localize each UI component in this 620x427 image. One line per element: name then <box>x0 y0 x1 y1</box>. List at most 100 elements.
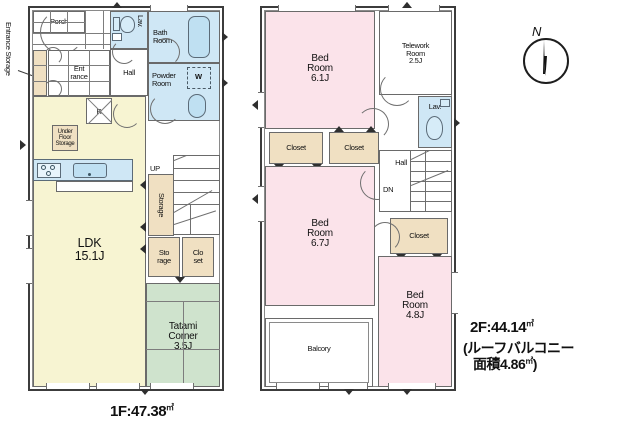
hall-door-arc-1f <box>112 40 136 64</box>
window-2f-left-b <box>258 186 264 222</box>
kitchen-faucet <box>88 173 91 176</box>
bathroom-door-arc <box>152 38 180 66</box>
burner-1 <box>41 165 46 170</box>
burner-3 <box>46 171 51 176</box>
hall-1f-label: Hall <box>123 67 135 77</box>
room-bed-middle: Bed Room 6.7J <box>265 166 375 306</box>
room-storage-low: Sto rage <box>148 237 180 277</box>
entrance-storage-annotation: Entrance Storage <box>4 22 13 76</box>
closet-b-label: Closet <box>344 143 364 153</box>
room-closet-a: Closet <box>269 132 323 164</box>
lavatory-1f-label: Lav. <box>136 15 145 28</box>
entrance-label-line1: Ent <box>73 64 85 74</box>
room-closet-1f: Clo set <box>182 237 214 277</box>
hall-2f-label: Hall <box>395 158 407 167</box>
bed-north-door-arc <box>357 108 389 140</box>
closet-1f-label-line1: Clo <box>192 248 204 258</box>
floor-1-plan: Entrance Storage Porch Ent rance <box>0 0 250 427</box>
kitchen-door-arc <box>113 100 141 128</box>
room-balcony: Balcory <box>265 318 373 387</box>
floor-2-roof-balcony-note: (ルーフバルコニー 面積4.86㎡) <box>463 340 618 372</box>
window-marker-2f-left-a <box>252 100 258 110</box>
closet-a-label: Closet <box>286 143 306 153</box>
window-1f-top-a <box>150 5 188 11</box>
compass-north-label: N <box>532 24 542 39</box>
powder-label-line1: Powder <box>152 71 176 80</box>
bed-north-label-line2: Room <box>307 63 333 75</box>
window-marker-2f-left-b <box>252 194 258 204</box>
vanity-sink <box>188 94 206 118</box>
storage-low-door-marker <box>140 244 146 254</box>
powder-door-arc <box>150 94 180 124</box>
window-1f-bottom-b <box>96 383 140 389</box>
storage-tall-label: Storage <box>156 192 166 218</box>
lavatory-2f-label: Lav. <box>428 102 442 111</box>
roof-balcony-note-unit: ㎡ <box>525 356 533 366</box>
window-2f-right-a <box>452 272 458 314</box>
floor-2-area-unit: ㎡ <box>526 319 534 328</box>
closet-b-door-marker-1 <box>334 126 344 132</box>
roof-balcony-note-line2: 面積4.86 <box>473 356 526 373</box>
entrance-tile-grid <box>48 50 110 96</box>
bathroom-window-marker <box>222 32 228 42</box>
window-marker-2f-top <box>402 2 412 8</box>
telework-label-line2: Room <box>406 48 425 58</box>
floor-1-area-unit: ㎡ <box>166 403 174 412</box>
closet-c-label: Closet <box>409 231 429 241</box>
window-marker-2f-bottom <box>402 389 412 395</box>
bed-south-size: 4.8J <box>405 310 425 322</box>
burner-2 <box>50 165 55 170</box>
stairs-1f <box>173 155 220 235</box>
window-2f-top-a <box>278 5 356 11</box>
window-1f-left-lower <box>26 248 32 284</box>
floor-2-area-caption: 2F:44.14㎡ <box>470 318 534 336</box>
kitchen-sink <box>73 163 107 178</box>
storage-tall-door-marker-1 <box>140 180 146 190</box>
washer-marker: W <box>195 72 202 81</box>
under-floor-storage-line3: Storage <box>55 141 75 147</box>
storage-tall-door-marker-2 <box>140 222 146 232</box>
storage-low-label-line2: rage <box>157 256 171 265</box>
ldk-label: LDK <box>77 236 102 250</box>
toilet-bowl-2f <box>426 116 443 140</box>
lavatory-2f-window-marker <box>454 118 460 128</box>
under-floor-storage-box: Under Floor Storage <box>52 125 78 151</box>
balcony-label: Balcory <box>307 344 331 353</box>
bed-middle-label-line1: Bed <box>311 218 329 229</box>
bathtub <box>188 16 210 58</box>
entrance-inner-door-arc-1 <box>44 47 62 65</box>
compass-needle-tail <box>544 56 547 76</box>
window-2f-top-b <box>388 5 440 11</box>
front-door-arc <box>40 10 84 54</box>
tatami-entry-marker <box>175 277 185 283</box>
balcony-rail <box>269 322 369 383</box>
powder-label-line2: Room <box>152 78 171 88</box>
window-1f-bottom-c <box>150 383 194 389</box>
powder-window-marker <box>222 78 228 88</box>
entrance-label-line2: rance <box>70 72 88 81</box>
stairs-2f <box>410 150 452 212</box>
telework-label-line1: Telework <box>401 41 430 50</box>
window-1f-left-upper <box>26 200 32 236</box>
stairs-up-marker: UP <box>150 164 160 173</box>
room-ldk: LDK 15.1J <box>33 96 146 387</box>
under-floor-storage-line2: Floor <box>58 135 72 141</box>
tatami-mat-grid <box>146 283 220 387</box>
entrance-inner-door-arc-2 <box>44 80 62 98</box>
bed-middle-label-line2: Room <box>307 228 333 240</box>
toilet-tank-2f <box>440 99 450 107</box>
floor-2-plan: Bed Room 6.1J Telework Room 2.5J Lav. Cl… <box>252 0 472 427</box>
window-marker-1f-bottom <box>140 389 150 395</box>
toilet-bowl-1f <box>120 16 135 33</box>
roof-balcony-note-close: ) <box>532 356 538 373</box>
room-bed-south: Bed Room 4.8J <box>378 256 452 387</box>
kitchen-counter-front <box>56 181 133 192</box>
window-2f-bottom-a <box>276 383 320 389</box>
bed-south-label-line2: Room <box>402 300 428 312</box>
compass-needle-north <box>543 40 545 74</box>
bed-middle-size: 6.7J <box>310 238 330 250</box>
window-2f-bottom-c <box>388 383 436 389</box>
window-marker-1f-top <box>112 2 122 8</box>
compass-ring <box>523 38 569 84</box>
